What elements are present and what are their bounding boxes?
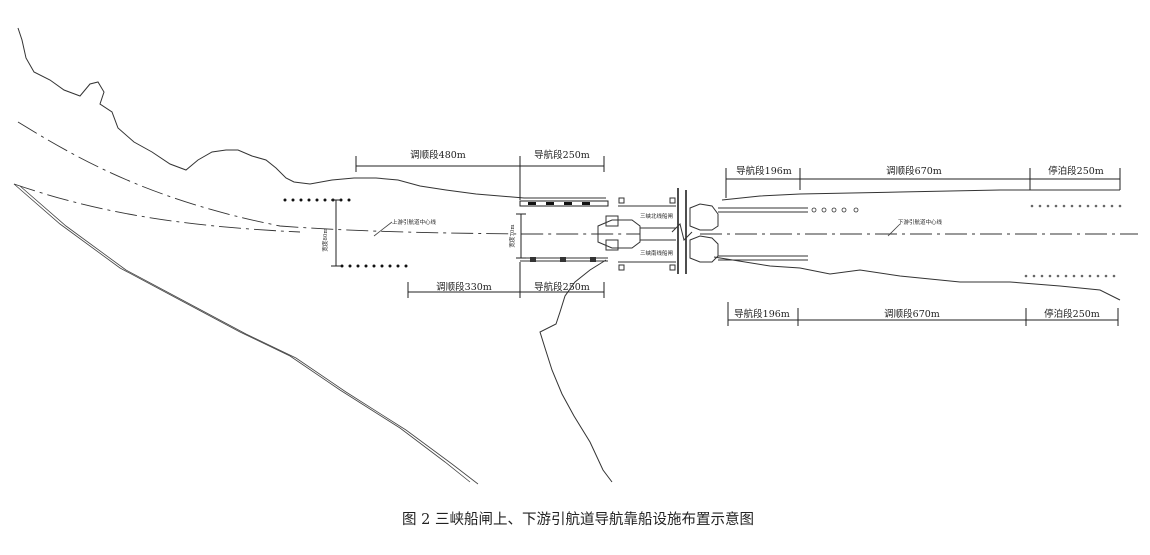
lock-head-structure bbox=[597, 197, 676, 271]
berth-marker bbox=[1046, 204, 1050, 208]
dolphin-marker bbox=[388, 264, 392, 268]
berth-marker bbox=[1048, 274, 1052, 278]
upstream-guide-wall-north bbox=[519, 200, 609, 207]
dolphin-marker bbox=[380, 264, 384, 268]
dolphin-marker bbox=[404, 264, 408, 268]
dolphin-marker bbox=[348, 264, 352, 268]
dolphin-marker bbox=[283, 198, 287, 202]
mooring-ring bbox=[811, 207, 817, 213]
north-lock-label: 三峡北线船闸 bbox=[640, 212, 673, 220]
berth-marker bbox=[1096, 274, 1100, 278]
berth-marker bbox=[1094, 204, 1098, 208]
berth-marker bbox=[1080, 274, 1084, 278]
north-bank-downstream bbox=[721, 189, 1120, 201]
berth-marker bbox=[1070, 204, 1074, 208]
mooring-ring bbox=[853, 207, 859, 213]
mooring-ring bbox=[841, 207, 847, 213]
south-lock-label: 三峡南线船闸 bbox=[640, 249, 673, 257]
berth-marker bbox=[1056, 274, 1060, 278]
dolphin-marker bbox=[299, 198, 303, 202]
embankment-line-outer bbox=[13, 183, 471, 483]
dn-top-transition-label: 调顺段670m bbox=[886, 165, 942, 177]
berth-marker bbox=[1024, 274, 1028, 278]
upstream-centerline-label: 上游引航道中心线 bbox=[392, 218, 437, 226]
dn-bottom-berth-label: 停泊段250m bbox=[1044, 308, 1100, 320]
berth-marker bbox=[1030, 204, 1034, 208]
up-bottom-guide-label: 导航段250m bbox=[534, 281, 590, 293]
dn-bottom-guide-label: 导航段196m bbox=[734, 308, 790, 320]
berth-marker bbox=[1104, 274, 1108, 278]
upstream-guide-wall-south bbox=[520, 257, 608, 262]
berth-marker bbox=[1072, 274, 1076, 278]
dolphin-marker bbox=[315, 198, 319, 202]
berth-marker bbox=[1088, 274, 1092, 278]
up-bottom-transition-label: 调顺段330m bbox=[436, 281, 492, 293]
north-bank-line bbox=[17, 27, 606, 199]
downstream-top-dimension: 导航段196m 调顺段670m 停泊段250m bbox=[725, 165, 1121, 198]
dolphin-marker bbox=[291, 198, 295, 202]
dolphin-marker bbox=[307, 198, 311, 202]
embankment-line-inner bbox=[19, 185, 479, 485]
figure-caption: 图 2 三峡船闸上、下游引航道导航靠船设施布置示意图 bbox=[402, 510, 754, 528]
downstream-lock-heads bbox=[689, 203, 808, 263]
width-70-label: 宽度70m bbox=[508, 224, 516, 248]
dolphin-marker bbox=[372, 264, 376, 268]
dolphin-marker bbox=[396, 264, 400, 268]
berth-marker bbox=[1112, 274, 1116, 278]
berth-marker bbox=[1040, 274, 1044, 278]
berth-marker bbox=[1038, 204, 1042, 208]
downstream-centerline-leader bbox=[887, 223, 901, 237]
upstream-centerline-leader bbox=[373, 221, 393, 237]
mooring-ring bbox=[821, 207, 827, 213]
dn-top-guide-label: 导航段196m bbox=[736, 165, 792, 177]
downstream-dolphins-berth-top bbox=[1030, 204, 1122, 208]
dn-bottom-transition-label: 调顺段670m bbox=[884, 308, 940, 320]
berth-marker bbox=[1062, 204, 1066, 208]
upstream-top-dimension: 调顺段480m 导航段250m bbox=[355, 149, 605, 200]
dolphin-marker bbox=[340, 264, 344, 268]
dolphin-marker bbox=[323, 198, 327, 202]
up-top-guide-label: 导航段250m bbox=[534, 149, 590, 161]
upstream-bottom-dimension: 调顺段330m 导航段250m bbox=[407, 262, 605, 298]
berth-marker bbox=[1032, 274, 1036, 278]
mooring-ring bbox=[831, 207, 837, 213]
berth-marker bbox=[1110, 204, 1114, 208]
downstream-dolphins-berth-bottom bbox=[1024, 274, 1116, 278]
berth-marker bbox=[1078, 204, 1082, 208]
up-top-transition-label: 调顺段480m bbox=[410, 149, 466, 161]
berth-marker bbox=[1102, 204, 1106, 208]
upstream-dashdot-branch bbox=[13, 183, 301, 233]
width-80-label: 宽度80m bbox=[321, 228, 329, 252]
berth-marker bbox=[1054, 204, 1058, 208]
dolphin-marker bbox=[356, 264, 360, 268]
downstream-centerline-label: 下游引航道中心线 bbox=[898, 218, 943, 226]
berth-marker bbox=[1064, 274, 1068, 278]
dolphin-marker bbox=[364, 264, 368, 268]
south-bank-downstream bbox=[713, 256, 1121, 301]
break-line bbox=[671, 188, 693, 274]
upstream-dolphins-bottom bbox=[340, 264, 408, 268]
dolphin-marker bbox=[347, 198, 351, 202]
downstream-bottom-dimension: 导航段196m 调顺段670m 停泊段250m bbox=[727, 302, 1119, 326]
dn-top-berth-label: 停泊段250m bbox=[1048, 165, 1104, 177]
berth-marker bbox=[1086, 204, 1090, 208]
berth-marker bbox=[1118, 204, 1122, 208]
downstream-dolphins-guide bbox=[811, 207, 859, 213]
central-island-outline bbox=[539, 259, 613, 483]
upstream-centerline bbox=[17, 121, 640, 235]
